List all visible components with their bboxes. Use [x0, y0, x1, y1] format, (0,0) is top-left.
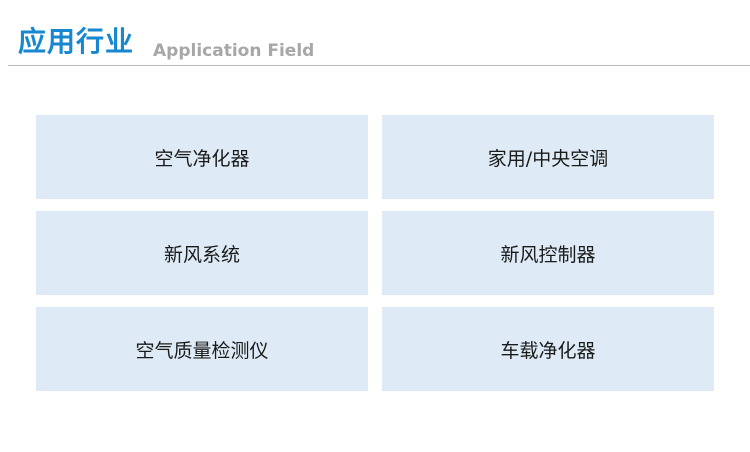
field-card-air-purifier[interactable]: 空气净化器: [36, 115, 368, 199]
field-card-fresh-air-system[interactable]: 新风系统: [36, 211, 368, 295]
application-field-grid: 空气净化器 家用/中央空调 新风系统 新风控制器 空气质量检测仪 车载净化器: [36, 115, 714, 391]
section-title: 应用行业: [18, 25, 135, 58]
field-card-air-conditioner[interactable]: 家用/中央空调: [382, 115, 714, 199]
section-subtitle: Application Field: [153, 41, 315, 61]
field-card-label: 空气净化器: [154, 147, 250, 170]
field-card-label: 新风系统: [163, 243, 240, 266]
field-card-label: 空气质量检测仪: [135, 339, 269, 362]
section-header: 应用行业 Application Field: [0, 0, 750, 66]
field-card-label: 家用/中央空调: [487, 147, 609, 170]
header-divider: [8, 65, 750, 66]
field-card-fresh-air-controller[interactable]: 新风控制器: [382, 211, 714, 295]
field-card-air-quality-monitor[interactable]: 空气质量检测仪: [36, 307, 368, 391]
field-card-label: 车载净化器: [500, 339, 596, 362]
field-card-car-purifier[interactable]: 车载净化器: [382, 307, 714, 391]
field-card-label: 新风控制器: [500, 243, 596, 266]
